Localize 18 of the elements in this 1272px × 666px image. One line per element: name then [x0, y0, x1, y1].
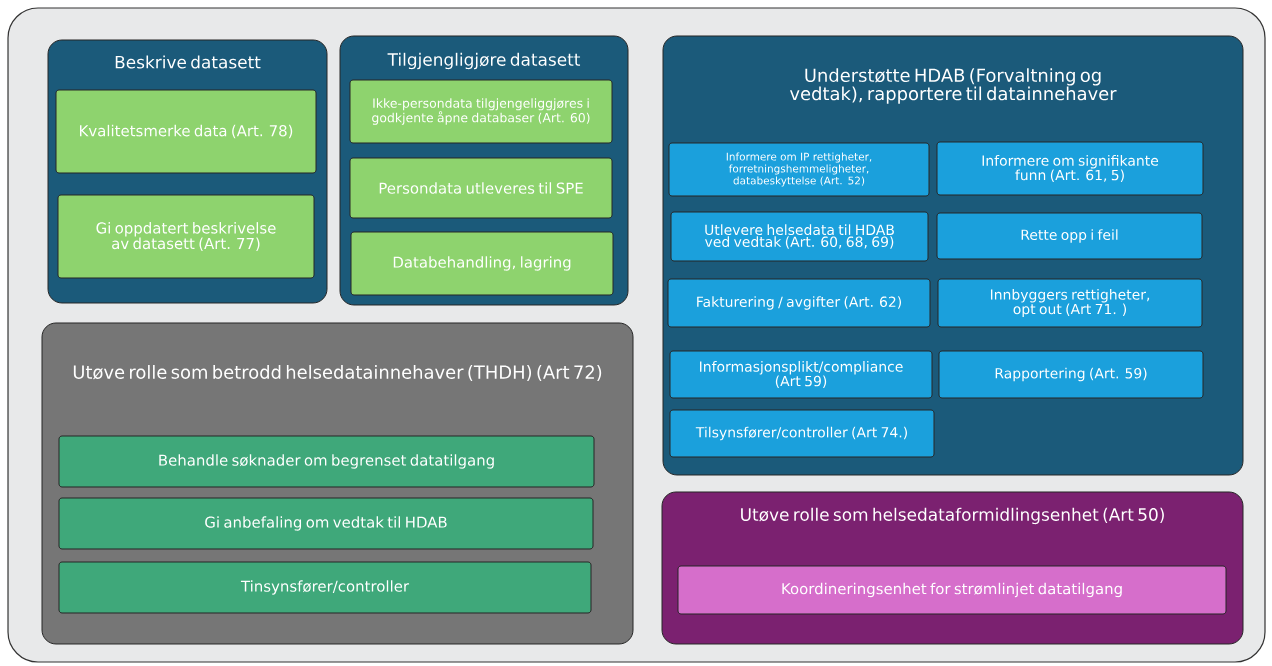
task-box: Informere om signifikante funn (Art. 61, 5) — [936, 141, 1204, 196]
task-box: Tilsynsfører/controller (Art 74.) — [669, 409, 935, 458]
task-box: Utlevere helsedata til HDAB ved vedtak (Art. 60, 68, 69) — [670, 211, 929, 262]
task-box: Databehandling, lagring — [350, 231, 614, 296]
task-box: Koordineringsenhet for strømlinjet datatilgang — [677, 565, 1227, 615]
task-box: Ikke-persondata tilgjengeliggjøres i godkjente åpne databaser (Art. 60) — [349, 79, 613, 144]
task-box: Gi oppdatert beskrivelse av datasett (Art. 77) — [57, 194, 315, 279]
task-box: Persondata utleveres til SPE — [349, 157, 613, 219]
task-box: Informasjonsplikt/compliance (Art 59) — [669, 350, 933, 399]
task-box: Tinsynsfører/controller — [58, 561, 592, 614]
task-box: Gi anbefaling om vedtak til HDAB — [58, 497, 594, 550]
task-box: Informere om IP rettigheter, forretningshemmeligheter, databeskyttelse (Art. 52) — [668, 142, 930, 197]
task-box: Kvalitetsmerke data (Art. 78) — [55, 89, 317, 174]
task-box: Fakturering / avgifter (Art. 62) — [667, 278, 931, 328]
task-box: Behandle søknader om begrenset datatilgang — [58, 435, 595, 488]
task-box: Innbyggers rettigheter, opt out (Art 71. ) — [937, 278, 1203, 328]
task-box: Rette opp i feil — [936, 212, 1203, 260]
task-box: Rapportering (Art. 59) — [938, 350, 1204, 399]
